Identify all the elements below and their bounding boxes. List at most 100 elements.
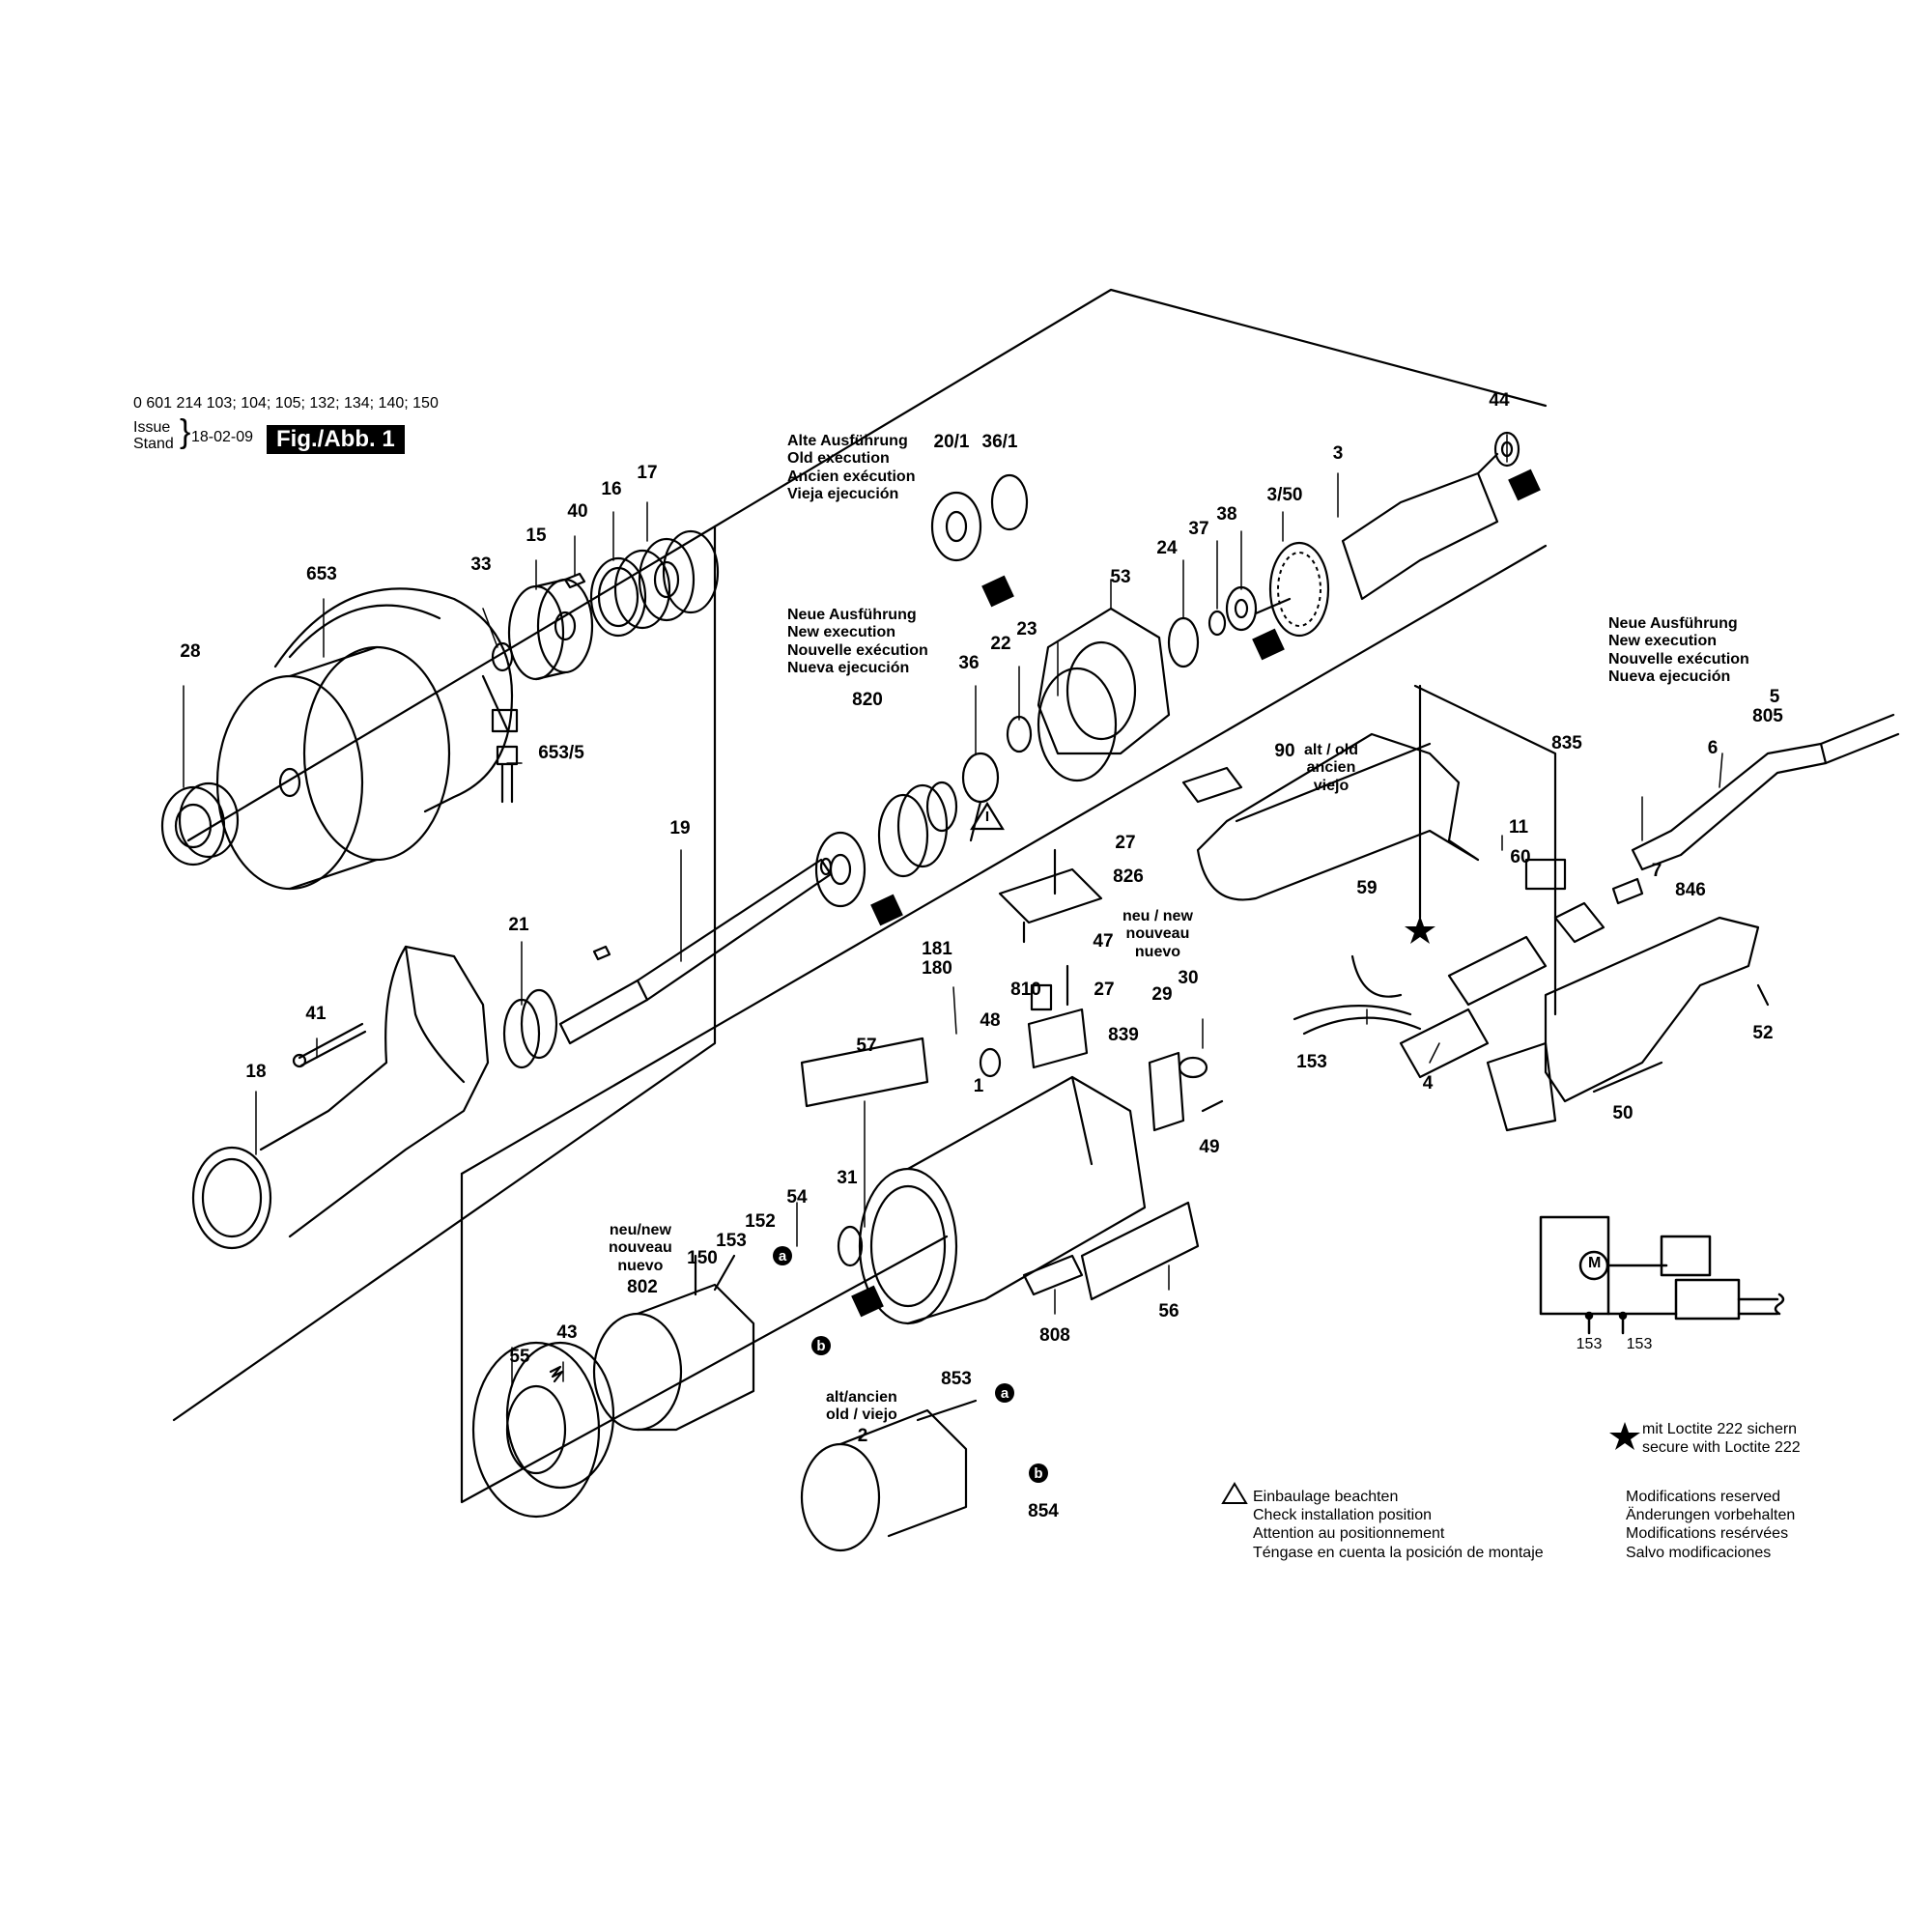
washer-22	[1006, 715, 1033, 753]
part-label-20-1: 20/1	[933, 432, 970, 452]
part-label-802: 802	[627, 1277, 658, 1297]
part-label-820: 820	[852, 690, 883, 710]
part-label-808: 808	[1039, 1325, 1070, 1346]
handle-half-upper	[1196, 732, 1480, 901]
wire-59	[1350, 954, 1403, 998]
part-label-19: 19	[669, 818, 691, 838]
screw-52	[1756, 983, 1770, 1007]
brush-810	[1030, 983, 1053, 1011]
frame-line	[713, 288, 1548, 528]
part-label-33: 33	[470, 554, 492, 575]
armature	[1254, 452, 1499, 638]
part-label-29: 29	[1151, 984, 1173, 1005]
part-label-181: 181	[922, 939, 952, 959]
part-label-28: 28	[180, 641, 201, 662]
plate-808	[1022, 1254, 1084, 1296]
grinding-wheel	[215, 645, 451, 891]
part-label-4: 4	[1422, 1073, 1434, 1094]
part-label-21: 21	[508, 915, 529, 935]
part-label-7: 7	[1651, 861, 1662, 881]
screw-49	[1201, 1099, 1224, 1113]
part-30	[1178, 1056, 1208, 1079]
part-label-805: 805	[1752, 706, 1783, 726]
part-label-153b: 153	[1296, 1052, 1327, 1072]
part-label-23: 23	[1016, 619, 1037, 639]
part-label-810: 810	[1010, 980, 1041, 1000]
bearing-820	[814, 781, 958, 908]
part-label-150: 150	[687, 1248, 718, 1268]
part-label-40: 40	[567, 501, 588, 522]
part-label-59: 59	[1356, 878, 1378, 898]
part-label-835: 835	[1551, 733, 1582, 753]
spring-43	[549, 1365, 564, 1383]
warning-triangle-icon	[1221, 1482, 1248, 1504]
field-2	[800, 1399, 978, 1552]
marker-a: a	[995, 1383, 1014, 1403]
holder-plate	[1148, 1051, 1185, 1132]
part-label-653: 653	[306, 564, 337, 584]
spindle-nut	[160, 781, 240, 867]
label-57	[800, 1037, 929, 1108]
part-label-3: 3	[1332, 443, 1344, 464]
stand-label: Stand	[133, 436, 174, 452]
flange	[507, 578, 594, 681]
part-label-11: 11	[1508, 817, 1529, 838]
switch-4	[1399, 901, 1605, 1079]
old-bearing-20-1	[930, 491, 982, 562]
pinion-36	[961, 752, 1000, 842]
part-label-44: 44	[1489, 390, 1510, 411]
warning-triangle-icon	[970, 801, 1005, 831]
part-label-49: 49	[1199, 1137, 1220, 1157]
label-56	[1080, 1201, 1200, 1301]
ring	[589, 549, 671, 638]
part-label-15: 15	[526, 526, 547, 546]
part-label-90: 90	[1274, 741, 1295, 761]
part-label-853: 853	[941, 1369, 972, 1389]
old-pinion-36-1	[990, 473, 1029, 531]
part-label-36-1: 36/1	[981, 432, 1018, 452]
ring-24	[1167, 616, 1200, 668]
spindle	[558, 857, 833, 1045]
part-label-38: 38	[1216, 504, 1237, 525]
leader-lines	[183, 434, 1723, 1387]
part-label-53: 53	[1110, 567, 1131, 587]
bearing-38	[1225, 585, 1258, 632]
part-label-18: 18	[245, 1062, 267, 1082]
power-cable	[1631, 713, 1900, 871]
part-label-54: 54	[786, 1187, 808, 1208]
air-baffle	[471, 1341, 615, 1519]
part-label-16: 16	[601, 479, 622, 499]
part-label-60: 60	[1510, 847, 1531, 867]
figure-label: Fig./Abb. 1	[267, 425, 405, 454]
part-11-60	[1524, 858, 1567, 891]
issue-label: Issue	[133, 419, 171, 436]
part-label-152: 152	[745, 1211, 776, 1232]
part-label-57: 57	[856, 1036, 877, 1056]
bearing-flange-53	[1037, 607, 1171, 755]
screw-50	[1592, 1061, 1663, 1094]
motor-symbol: M	[1588, 1255, 1602, 1271]
part-label-826: 826	[1113, 867, 1144, 887]
part-label-3-50: 3/50	[1266, 485, 1303, 505]
motor-housing	[858, 1075, 1147, 1325]
wheel-guard	[273, 587, 519, 813]
frame-line	[460, 1172, 949, 1504]
part-label-854: 854	[1028, 1501, 1059, 1521]
wire-153	[1302, 1016, 1422, 1036]
part-label-2: 2	[857, 1426, 868, 1446]
marker-b: b	[811, 1336, 831, 1355]
field-802	[592, 1254, 755, 1432]
housing-screw	[292, 1022, 367, 1068]
part-48	[979, 1047, 1002, 1078]
wire-153	[1293, 1005, 1412, 1021]
ring-31	[837, 1225, 864, 1267]
brush-holder	[1027, 1008, 1089, 1069]
